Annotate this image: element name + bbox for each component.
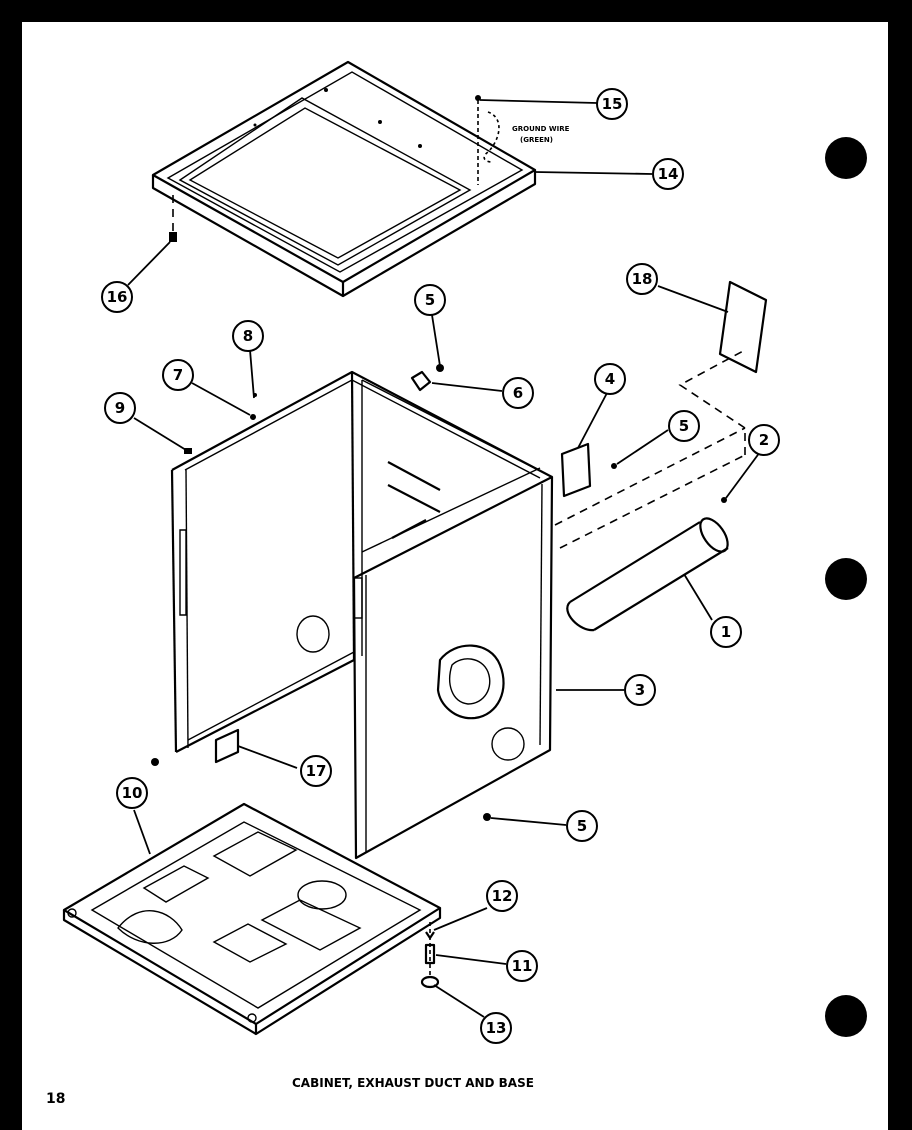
- svg-text:13: 13: [486, 1019, 507, 1037]
- svg-text:16: 16: [107, 288, 128, 306]
- exhaust-duct-drawing: [554, 280, 768, 632]
- callout-3: 3: [624, 674, 656, 706]
- callout-13: 13: [480, 1012, 512, 1044]
- svg-text:9: 9: [115, 399, 125, 417]
- callout-17: 17: [300, 755, 332, 787]
- svg-text:6: 6: [513, 384, 523, 402]
- callout-15: 15: [596, 88, 628, 120]
- base-drawing: [62, 802, 442, 1036]
- svg-text:12: 12: [492, 887, 513, 905]
- callout-5-duct: 5: [668, 410, 700, 442]
- svg-text:1: 1: [721, 623, 731, 641]
- svg-text:4: 4: [605, 370, 615, 388]
- callout-8: 8: [232, 320, 264, 352]
- svg-text:7: 7: [173, 366, 183, 384]
- callout-5-top: 5: [414, 284, 446, 316]
- svg-text:14: 14: [658, 165, 679, 183]
- callout-2: 2: [748, 424, 780, 456]
- callout-12: 12: [486, 880, 518, 912]
- callout-14: 14: [652, 158, 684, 190]
- callout-4: 4: [594, 363, 626, 395]
- svg-text:2: 2: [759, 431, 769, 449]
- cabinet-drawing: [151, 364, 554, 860]
- top-panel-drawing: [151, 60, 537, 298]
- page-number: 18: [46, 1091, 65, 1107]
- diagram-sheet: [22, 22, 888, 1130]
- svg-text:10: 10: [122, 784, 143, 802]
- leader-lines: [127, 99, 761, 1018]
- ground-wire-color-label: (GREEN): [520, 136, 553, 144]
- callout-6: 6: [502, 377, 534, 409]
- svg-text:11: 11: [512, 957, 533, 975]
- svg-text:8: 8: [243, 327, 253, 345]
- callout-5-bottom: 5: [566, 810, 598, 842]
- callout-16: 16: [101, 281, 133, 313]
- callout-11: 11: [506, 950, 538, 982]
- binder-hole-top: [825, 137, 867, 179]
- svg-text:5: 5: [577, 817, 587, 835]
- svg-text:5: 5: [425, 291, 435, 309]
- callout-10: 10: [116, 777, 148, 809]
- svg-text:5: 5: [679, 417, 689, 435]
- svg-text:3: 3: [635, 681, 645, 699]
- svg-text:17: 17: [306, 762, 327, 780]
- binder-hole-middle: [825, 558, 867, 600]
- diagram-caption: CABINET, EXHAUST DUCT AND BASE: [292, 1076, 534, 1090]
- callout-7: 7: [162, 359, 194, 391]
- callout-1: 1: [710, 616, 742, 648]
- ground-wire-label: GROUND WIRE: [512, 125, 570, 133]
- binder-hole-bottom: [825, 995, 867, 1037]
- svg-text:18: 18: [632, 270, 653, 288]
- callout-9: 9: [104, 392, 136, 424]
- svg-text:15: 15: [602, 95, 623, 113]
- callout-18: 18: [626, 263, 658, 295]
